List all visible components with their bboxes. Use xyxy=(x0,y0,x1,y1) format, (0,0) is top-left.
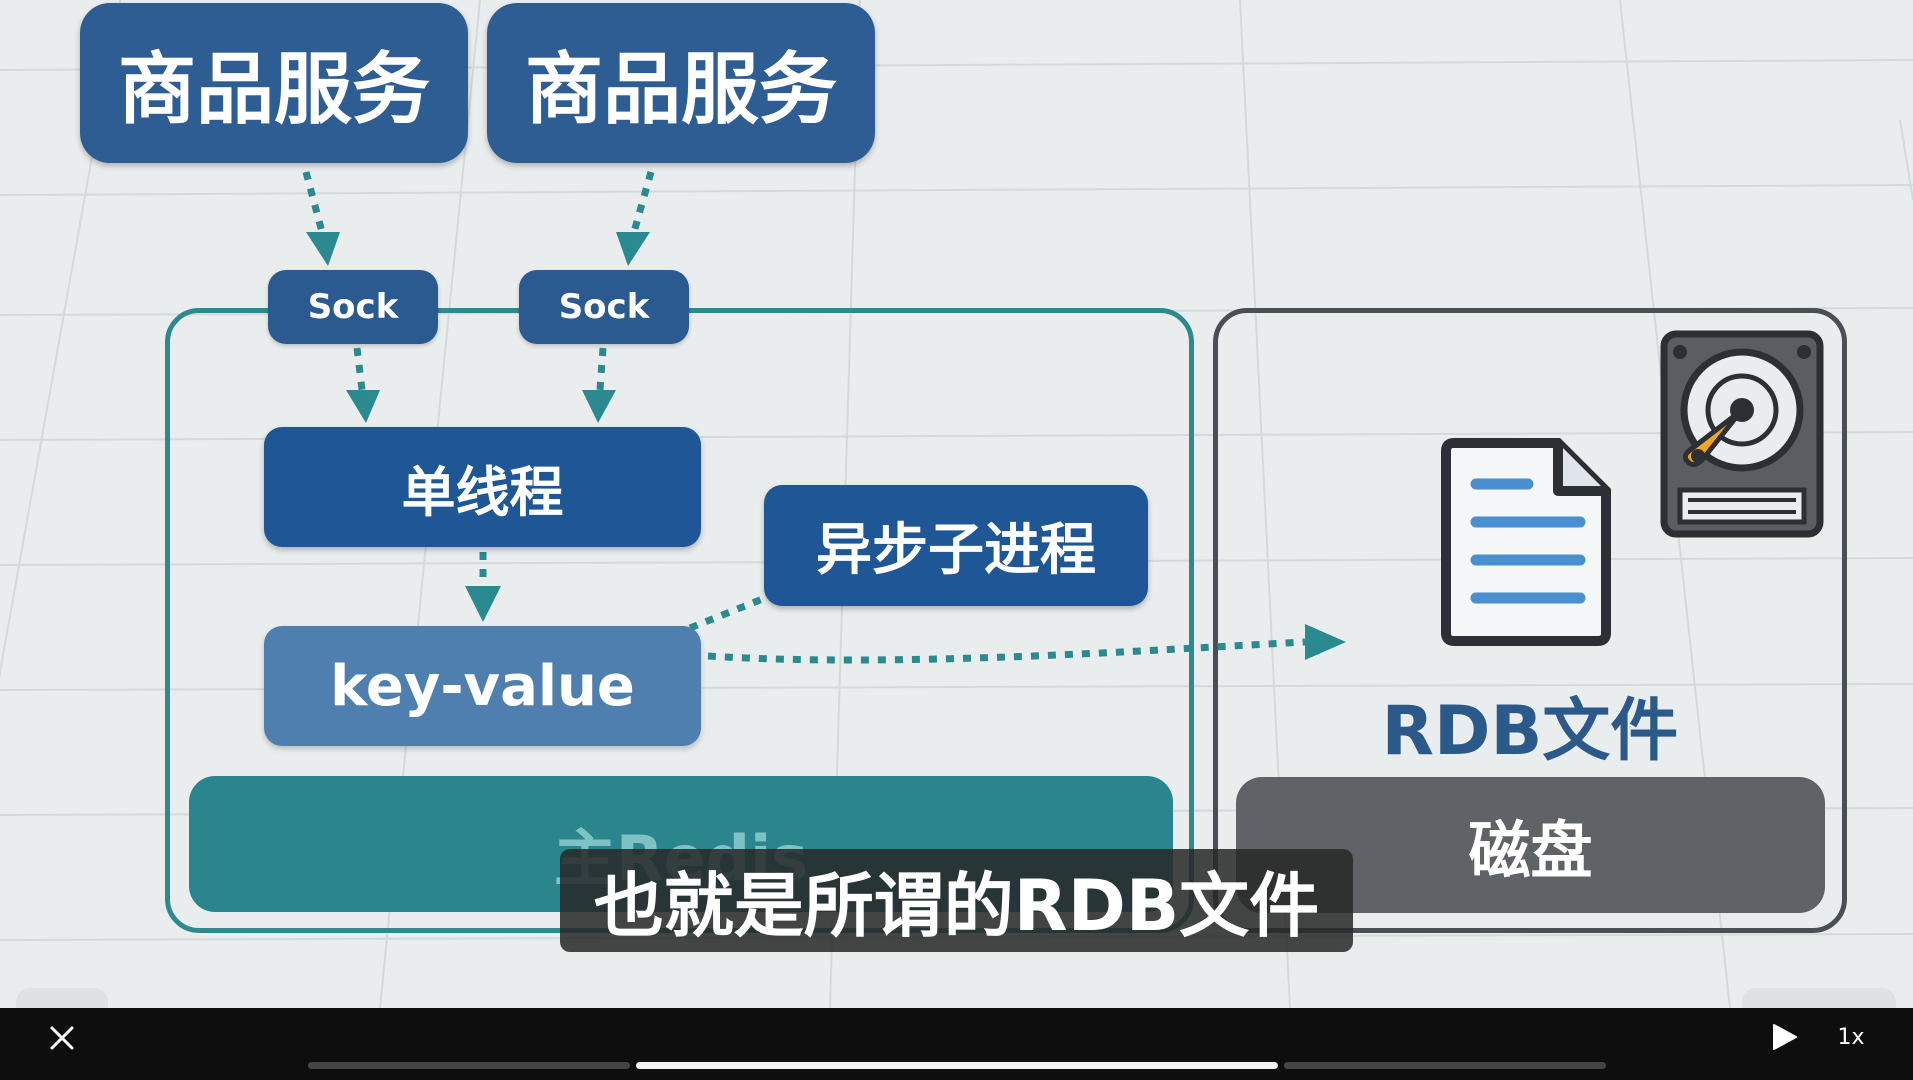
progress-segment-1[interactable] xyxy=(308,1062,630,1069)
arrow-service2-to-sock2 xyxy=(630,171,655,233)
close-icon[interactable] xyxy=(44,1020,80,1056)
arrow-sock2-to-thread xyxy=(596,347,607,391)
disk-container-frame xyxy=(1213,308,1847,933)
play-icon[interactable] xyxy=(1766,1018,1802,1056)
progress-segment-current[interactable] xyxy=(636,1062,1278,1069)
flow-arrows xyxy=(302,171,1346,664)
product-service-box-1: 商品服务 xyxy=(80,3,468,163)
progress-segment-3[interactable] xyxy=(1284,1062,1606,1069)
async-child-process-box: 异步子进程 xyxy=(764,485,1148,606)
player-control-bar: 1x xyxy=(0,1008,1913,1080)
single-thread-box: 单线程 xyxy=(264,427,701,547)
video-frame: 商品服务 商品服务 Sock Sock 单线程 key-value 异步子进程 … xyxy=(0,0,1913,1008)
control-pill-right xyxy=(1742,988,1896,1008)
link-kv-to-async xyxy=(688,592,772,632)
socket-box-1: Sock xyxy=(268,270,438,344)
subtitle-caption: 也就是所谓的RDB文件 xyxy=(560,849,1353,952)
key-value-box: key-value xyxy=(264,626,701,746)
arrow-service1-to-sock1 xyxy=(302,171,326,233)
rdb-file-label: RDB文件 xyxy=(1381,692,1679,771)
control-pill-left xyxy=(16,988,108,1008)
arrow-kv-to-rdb xyxy=(707,638,1306,664)
rdb-file-icon xyxy=(1441,438,1611,646)
product-service-box-2: 商品服务 xyxy=(487,3,875,163)
socket-box-2: Sock xyxy=(519,270,689,344)
playback-speed-button[interactable]: 1x xyxy=(1837,1024,1865,1050)
hard-disk-icon xyxy=(1660,330,1824,538)
arrow-sock1-to-thread xyxy=(353,347,366,391)
